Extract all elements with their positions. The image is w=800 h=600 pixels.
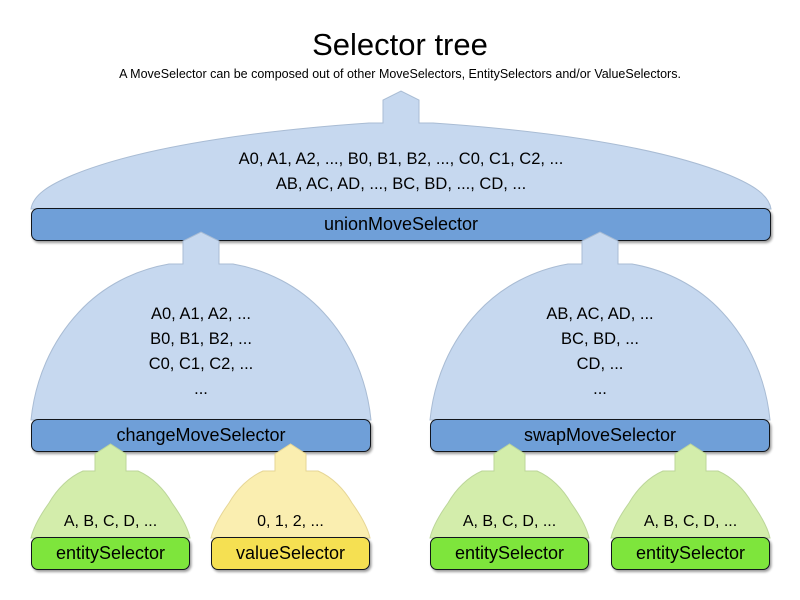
node-entity-selector-3[interactable]: A, B, C, D, ... entitySelector xyxy=(610,443,771,570)
page-title: Selector tree xyxy=(312,27,488,62)
value-selector-1-label: valueSelector xyxy=(235,543,346,563)
entity-selector-2-label: entitySelector xyxy=(454,543,565,563)
entity-selector-1-bar[interactable]: entitySelector xyxy=(31,537,190,570)
union-move-selector-label: unionMoveSelector xyxy=(323,214,479,234)
entity1-pennant-shape xyxy=(30,443,191,539)
swap-move-selector-label: swapMoveSelector xyxy=(523,425,677,445)
entity2-pennant-shape xyxy=(429,443,590,539)
entity-selector-1-label: entitySelector xyxy=(55,543,166,563)
entity-selector-2-bar[interactable]: entitySelector xyxy=(430,537,589,570)
page-subtitle: A MoveSelector can be composed out of ot… xyxy=(119,67,681,81)
node-swap-move-selector[interactable]: AB, AC, AD, ... BC, BD, ... CD, ... ... … xyxy=(429,231,771,452)
value1-pennant-shape xyxy=(210,443,371,539)
change-pennant-shape xyxy=(30,231,372,421)
node-entity-selector-1[interactable]: A, B, C, D, ... entitySelector xyxy=(30,443,191,570)
change-move-selector-label: changeMoveSelector xyxy=(116,425,286,445)
node-change-move-selector[interactable]: A0, A1, A2, ... B0, B1, B2, ... C0, C1, … xyxy=(30,231,372,452)
entity3-pennant-shape xyxy=(610,443,771,539)
change-move-selector-bar[interactable]: changeMoveSelector xyxy=(31,419,371,452)
swap-move-selector-bar[interactable]: swapMoveSelector xyxy=(430,419,770,452)
node-union-move-selector[interactable]: A0, A1, A2, ..., B0, B1, B2, ..., C0, C1… xyxy=(30,90,772,241)
value-selector-1-bar[interactable]: valueSelector xyxy=(211,537,370,570)
node-entity-selector-2[interactable]: A, B, C, D, ... entitySelector xyxy=(429,443,590,570)
union-move-selector-bar[interactable]: unionMoveSelector xyxy=(31,208,771,241)
union-pennant-shape xyxy=(30,90,772,210)
entity-selector-3-bar[interactable]: entitySelector xyxy=(611,537,770,570)
entity-selector-3-label: entitySelector xyxy=(635,543,746,563)
node-value-selector-1[interactable]: 0, 1, 2, ... valueSelector xyxy=(210,443,371,570)
swap-pennant-shape xyxy=(429,231,771,421)
